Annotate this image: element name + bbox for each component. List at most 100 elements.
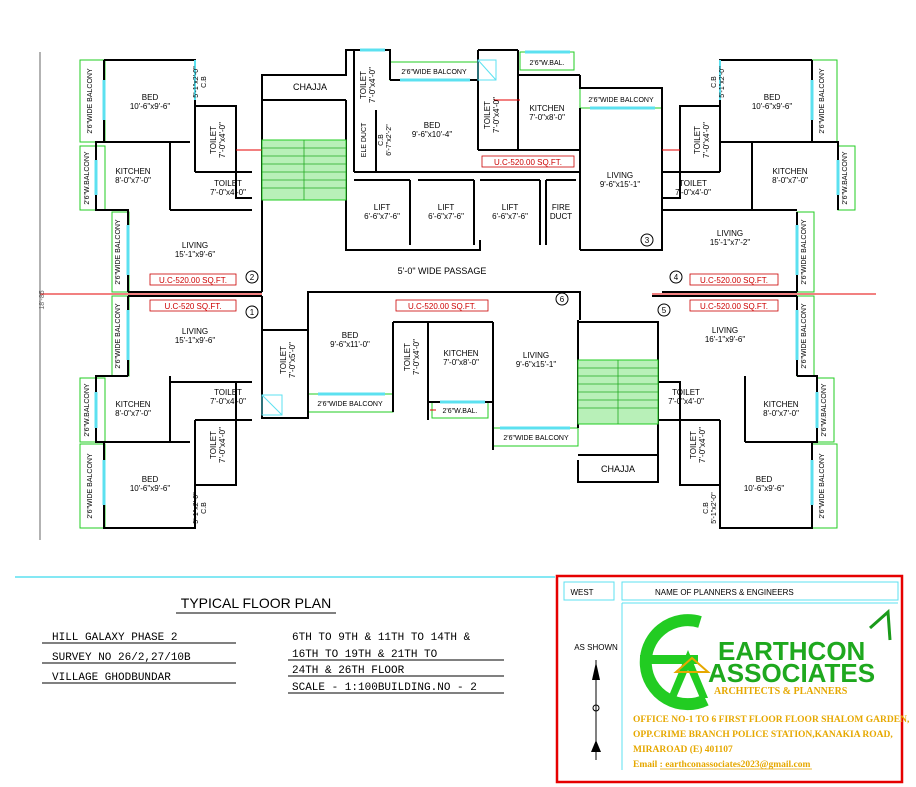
svg-text:TOILET: TOILET <box>359 71 368 99</box>
company-address: OFFICE NO-1 TO 6 FIRST FLOOR FLOOR SHALO… <box>633 715 910 755</box>
svg-text:BED: BED <box>424 121 441 130</box>
svg-text:7'-0"x4'-0": 7'-0"x4'-0" <box>675 188 711 197</box>
room-toilet-left-top-2: TOILET 7'-0"x4'-0" <box>210 179 246 197</box>
lift-2: LIFT 6'-6"x7'-6" <box>428 203 464 221</box>
svg-text:6'-6"x7'-6": 6'-6"x7'-6" <box>364 212 400 221</box>
room-toilet-center-top-right: TOILET 7'-0"x4'-0" <box>483 97 501 133</box>
room-bed-center-top: BED 9'-6"x10'-4" <box>412 121 452 139</box>
room-bed-left-bottom: BED 10'-6"x9'-6" <box>130 475 170 493</box>
svg-text:7'-0"x4'-0": 7'-0"x4'-0" <box>368 67 377 103</box>
svg-text:2'6"W.BALCONY: 2'6"W.BALCONY <box>842 151 849 205</box>
svg-text:2'6"W.BAL.: 2'6"W.BAL. <box>530 60 565 67</box>
balcony-outlines <box>79 51 856 529</box>
svg-text:8'-0"x7'-0": 8'-0"x7'-0" <box>772 176 808 185</box>
svg-text:10'-6"x9'-6": 10'-6"x9'-6" <box>744 484 784 493</box>
svg-text:10'-6"x9'-6": 10'-6"x9'-6" <box>130 484 170 493</box>
svg-text:KITCHEN: KITCHEN <box>443 349 478 358</box>
room-cb-left-bottom: C.B 5'-1"x2'-0" <box>193 492 208 524</box>
room-toilet-right-top-1: TOILET 7'-0"x4'-0" <box>693 122 711 158</box>
room-toilet-center-bottom-right: TOILET 7'-0"x4'-0" <box>403 339 421 375</box>
windows <box>94 48 840 505</box>
svg-text:2'6"WIDE BALCONY: 2'6"WIDE BALCONY <box>401 69 467 76</box>
stairs <box>261 59 659 425</box>
room-living-center-top: LIVING 9'-6"x15'-1" <box>600 171 640 189</box>
svg-text:9'-6"x11'-0": 9'-6"x11'-0" <box>330 340 370 349</box>
svg-text:U.C-520.00 SQ.FT.: U.C-520.00 SQ.FT. <box>494 158 562 167</box>
svg-text:9'-6"x15'-1": 9'-6"x15'-1" <box>516 360 556 369</box>
svg-text:5'-1"x2'-0": 5'-1"x2'-0" <box>193 66 200 98</box>
svg-text:VILLAGE GHODBUNDAR: VILLAGE GHODBUNDAR <box>52 672 171 684</box>
svg-text:1: 1 <box>250 308 255 317</box>
svg-text:C.B: C.B <box>711 76 718 88</box>
svg-text:C.B: C.B <box>703 502 710 514</box>
svg-text:LIVING: LIVING <box>182 327 208 336</box>
svg-text:BED: BED <box>142 93 159 102</box>
svg-text:7'-0"x8'-0": 7'-0"x8'-0" <box>443 358 479 367</box>
room-living-right-bottom: LIVING 16'-1"x9'-6" <box>705 326 745 344</box>
room-kitchen-right-bottom: KITCHEN 8'-0"x7'-0" <box>763 400 799 418</box>
svg-text:7'-0"x4'-0": 7'-0"x4'-0" <box>412 339 421 375</box>
svg-text:U.C-520.00 SQ.FT.: U.C-520.00 SQ.FT. <box>700 302 768 311</box>
svg-text:7'-0"x4'-0": 7'-0"x4'-0" <box>210 397 246 406</box>
room-toilet-right-top-2: TOILET 7'-0"x4'-0" <box>675 179 711 197</box>
svg-text:KITCHEN: KITCHEN <box>115 400 150 409</box>
company-email: Email : earthconassociates2023@gmail.com <box>633 760 811 770</box>
fire-duct: FIRE DUCT <box>550 203 572 221</box>
room-toilet-center-bottom-left: TOILET 7'-0"x5'-0" <box>279 342 297 378</box>
svg-text:2'6"WIDE BALCONY: 2'6"WIDE BALCONY <box>588 97 654 104</box>
company-tagline: ARCHITECTS & PLANNERS <box>714 686 848 697</box>
svg-text:2'6"WIDE BALCONY: 2'6"WIDE BALCONY <box>801 219 808 285</box>
svg-text:2'6"W.BALCONY: 2'6"W.BALCONY <box>84 151 91 205</box>
svg-text:LIFT: LIFT <box>438 203 455 212</box>
svg-text:7'-0"x5'-0": 7'-0"x5'-0" <box>288 342 297 378</box>
ele-duct-label: ELE DUCT <box>361 122 368 157</box>
room-cb-right-top: C.B 5'-1"x2'-0" <box>711 66 726 98</box>
svg-text:2'6"WIDE BALCONY: 2'6"WIDE BALCONY <box>87 68 94 134</box>
svg-text:LIFT: LIFT <box>374 203 391 212</box>
north-arrow-icon <box>591 660 601 760</box>
svg-text:15'-1"x7'-2": 15'-1"x7'-2" <box>710 238 750 247</box>
lift-3: LIFT 6'-6"x7'-6" <box>492 203 528 221</box>
svg-text:LIVING: LIVING <box>523 351 549 360</box>
svg-text:2'6"WIDE BALCONY: 2'6"WIDE BALCONY <box>115 303 122 369</box>
room-bed-center-bottom: BED 9'-6"x11'-0" <box>330 331 370 349</box>
room-cb-right-bottom: C.B 5'-1"x2'-0" <box>703 492 718 524</box>
room-toilet-left-bottom-2: TOILET 7'-0"x4'-0" <box>209 427 227 463</box>
svg-text:2'6"WIDE BALCONY: 2'6"WIDE BALCONY <box>115 219 122 285</box>
svg-text:MIRAROAD (E) 401107: MIRAROAD (E) 401107 <box>633 744 733 755</box>
svg-text:2'6"WIDE BALCONY: 2'6"WIDE BALCONY <box>819 453 826 519</box>
chajja-bottom-label: CHAJJA <box>601 464 635 474</box>
project-info: HILL GALAXY PHASE 2 SURVEY NO 26/2,27/10… <box>42 632 236 684</box>
svg-text:TOILET: TOILET <box>693 126 702 154</box>
balcony-labels: 2'6"WIDE BALCONY 2'6"W.BALCONY 2'6"WIDE … <box>84 60 849 519</box>
svg-text:6: 6 <box>560 295 565 304</box>
svg-text:7'-0"x8'-0": 7'-0"x8'-0" <box>529 113 565 122</box>
svg-text:KITCHEN: KITCHEN <box>529 104 564 113</box>
svg-text:7'-0"x4'-0": 7'-0"x4'-0" <box>702 122 711 158</box>
svg-text:6'-6"x7'-6": 6'-6"x7'-6" <box>492 212 528 221</box>
room-kitchen-center-top: KITCHEN 7'-0"x8'-0" <box>529 104 565 122</box>
room-toilet-right-bottom-2: TOILET 7'-0"x4'-0" <box>689 427 707 463</box>
svg-text:TOILET: TOILET <box>672 388 700 397</box>
svg-text:TOILET: TOILET <box>214 388 242 397</box>
passage-label: 5'-0" WIDE PASSAGE <box>398 266 487 276</box>
svg-text:LIVING: LIVING <box>712 326 738 335</box>
plan-heading: TYPICAL FLOOR PLAN <box>181 595 331 611</box>
svg-text:TOILET: TOILET <box>483 101 492 129</box>
svg-text:24TH & 26TH FLOOR: 24TH & 26TH FLOOR <box>292 665 405 677</box>
svg-text:BED: BED <box>756 475 773 484</box>
floor-info: 6TH TO 9TH & 11TH TO 14TH & 16TH TO 19TH… <box>288 632 504 694</box>
title-block-border <box>555 574 904 784</box>
svg-text:2'6"WIDE BALCONY: 2'6"WIDE BALCONY <box>317 401 383 408</box>
room-kitchen-left-top: KITCHEN 8'-0"x7'-0" <box>115 167 151 185</box>
room-kitchen-center-bottom: KITCHEN 7'-0"x8'-0" <box>443 349 479 367</box>
svg-text:8'-0"x7'-0": 8'-0"x7'-0" <box>763 409 799 418</box>
svg-text:HILL GALAXY PHASE 2: HILL GALAXY PHASE 2 <box>52 632 177 644</box>
svg-text:LIVING: LIVING <box>717 229 743 238</box>
cb-center-name: C.B <box>378 134 385 146</box>
svg-text:10'-6"x9'-6": 10'-6"x9'-6" <box>130 102 170 111</box>
room-toilet-right-bottom-1: TOILET 7'-0"x4'-0" <box>668 388 704 406</box>
svg-text:16TH TO 19TH & 21TH TO: 16TH TO 19TH & 21TH TO <box>292 649 438 661</box>
svg-text:C.B: C.B <box>201 502 208 514</box>
room-toilet-left-bottom-1: TOILET 7'-0"x4'-0" <box>210 388 246 406</box>
